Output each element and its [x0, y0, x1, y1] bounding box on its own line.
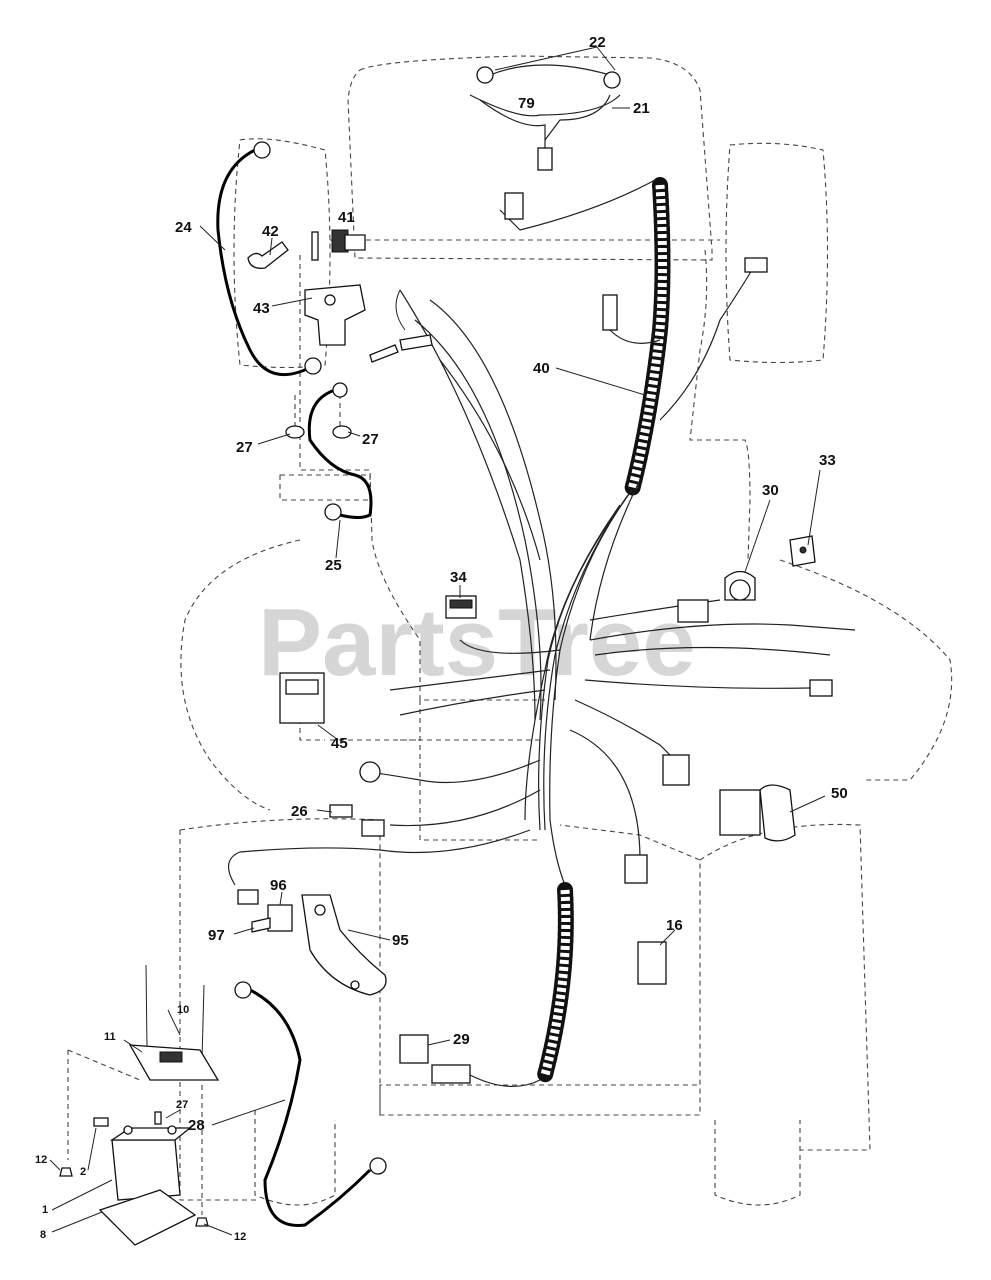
callout-25: 25 [325, 557, 342, 574]
callout-numbers: 22 79 21 24 42 41 43 40 27 27 25 33 30 3… [35, 34, 848, 1243]
callout-29: 29 [453, 1031, 470, 1048]
switches-and-modules [279, 535, 816, 1088]
callout-34: 34 [450, 569, 467, 586]
callout-28: 28 [188, 1117, 205, 1134]
callout-8: 8 [40, 1229, 46, 1241]
headlight-harness [469, 46, 630, 171]
callout-96: 96 [270, 877, 287, 894]
callout-97: 97 [208, 927, 225, 944]
callout-41: 41 [338, 209, 355, 226]
callout-40: 40 [533, 360, 550, 377]
leader-lines [49, 225, 826, 1236]
callout-12-right: 12 [234, 1231, 246, 1243]
callout-2: 2 [80, 1166, 86, 1178]
callout-10: 10 [177, 1004, 189, 1016]
callout-24: 24 [175, 219, 192, 236]
battery-cables [216, 141, 387, 1227]
callout-30: 30 [762, 482, 779, 499]
callout-16: 16 [666, 917, 683, 934]
watermark-text: PartsTree [258, 589, 696, 696]
seat-switch-bracket [237, 889, 387, 996]
wire-bundle [228, 179, 856, 886]
callout-27-left: 27 [236, 439, 253, 456]
callout-22: 22 [589, 34, 606, 51]
callout-43: 43 [253, 300, 270, 317]
callout-1: 1 [42, 1204, 48, 1216]
main-wire-loom [537, 177, 671, 1083]
callout-27-right: 27 [362, 431, 379, 448]
callout-45: 45 [331, 735, 348, 752]
callout-27-battery: 27 [176, 1099, 188, 1111]
callout-12-left: 12 [35, 1154, 47, 1166]
callout-11: 11 [104, 1031, 116, 1043]
battery-group [59, 964, 220, 1246]
callout-26: 26 [291, 803, 308, 820]
solenoid-assembly [247, 229, 433, 439]
callout-50: 50 [831, 785, 848, 802]
callout-21: 21 [633, 100, 650, 117]
callout-79: 79 [518, 95, 535, 112]
callout-42: 42 [262, 223, 279, 240]
callout-95: 95 [392, 932, 409, 949]
callout-33: 33 [819, 452, 836, 469]
